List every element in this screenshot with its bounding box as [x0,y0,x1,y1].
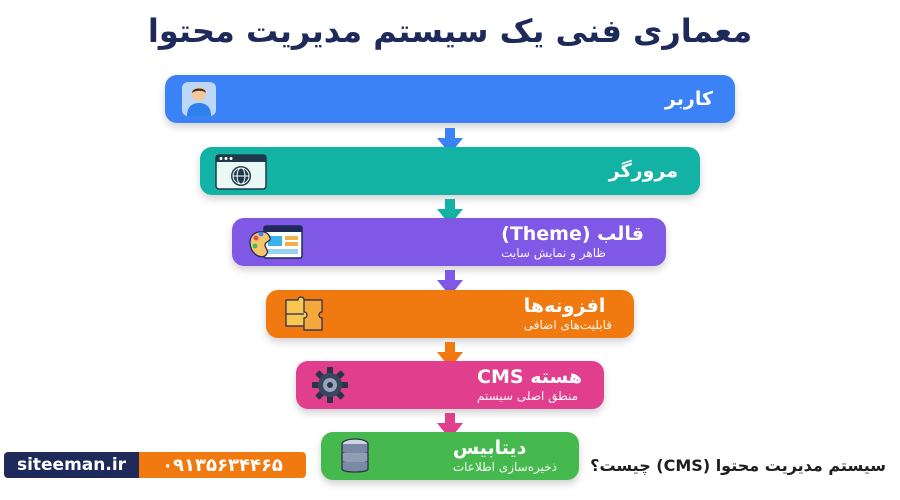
arrow-down-icon [437,342,463,368]
phone-number: ۰۹۱۳۵۶۳۴۴۶۵ [139,452,306,478]
caption-text: سیستم مدیریت محتوا (CMS) چیست؟ [590,455,886,475]
browser-globe-icon [214,151,268,191]
layer-core: هسته CMS منطق اصلی سیستم [296,361,604,409]
layer-label: قالب (Theme) [501,223,644,245]
puzzle-icon [280,294,328,334]
database-icon [335,436,375,476]
layer-theme: قالب (Theme) ظاهر و نمایش سایت [232,218,666,266]
diagram-title: معماری فنی یک سیستم مدیریت محتوا [147,12,753,50]
arrow-down-icon [437,199,463,225]
layer-label: دیتابیس [452,437,527,459]
layer-browser: مرورگر [200,147,700,195]
layer-sublabel: ظاهر و نمایش سایت [501,246,606,260]
gear-icon [310,365,350,405]
layer-sublabel: قابلیت‌های اضافی [523,318,612,332]
site-url[interactable]: siteeman.ir [4,452,139,478]
layer-sublabel: ذخیره‌سازی اطلاعات [452,460,557,474]
arrow-down-icon [437,413,463,439]
brand-banner: siteeman.ir ۰۹۱۳۵۶۳۴۴۶۵ [4,452,306,478]
layer-label: کاربر [664,88,713,110]
user-icon [179,79,219,119]
layer-label: مرورگر [608,160,678,182]
layer-database: دیتابیس ذخیره‌سازی اطلاعات [321,432,579,480]
layer-user: کاربر [165,75,735,123]
layer-label: افزونه‌ها [523,295,606,317]
layer-plugins: افزونه‌ها قابلیت‌های اضافی [266,290,634,338]
palette-layout-icon [246,222,306,262]
arrow-down-icon [437,270,463,296]
arrow-down-icon [437,128,463,154]
layer-sublabel: منطق اصلی سیستم [477,389,579,403]
layer-label: هسته CMS [477,366,582,388]
